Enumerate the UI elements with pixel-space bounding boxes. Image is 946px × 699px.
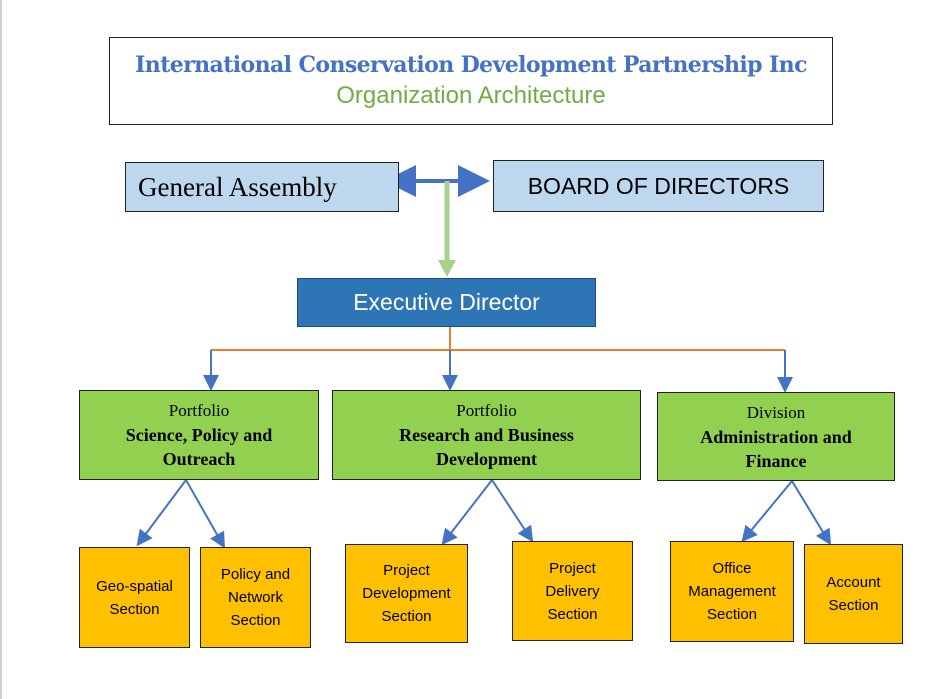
arrow-to-section xyxy=(791,480,832,546)
orange-connector xyxy=(211,327,785,351)
arrow-to-section xyxy=(441,479,493,546)
general-assembly-box: General Assembly xyxy=(125,162,399,212)
unit-name: Science, Policy and Outreach xyxy=(125,425,273,469)
section-project-development: Project Development Section xyxy=(345,544,468,643)
unit-science-policy-outreach: Portfolio Science, Policy and Outreach xyxy=(79,390,319,480)
section-policy-network: Policy and Network Section xyxy=(200,547,311,648)
chart-subtitle: Organization Architecture xyxy=(336,82,606,109)
org-name: International Conservation Development P… xyxy=(135,52,807,78)
arrow-to-section xyxy=(185,479,225,549)
section-account: Account Section xyxy=(804,544,903,644)
green-arrow-head xyxy=(438,260,456,277)
title-box: International Conservation Development P… xyxy=(109,37,833,125)
section-geo-spatial: Geo-spatial Section xyxy=(79,547,190,648)
unit-administration-finance: Division Administration and Finance xyxy=(657,392,895,481)
unit-research-business-development: Portfolio Research and Business Developm… xyxy=(332,390,641,480)
unit-type: Portfolio xyxy=(168,401,230,420)
section-office-management: Office Management Section xyxy=(670,541,794,642)
arrow-to-section xyxy=(741,480,793,543)
unit-name: Administration and Finance xyxy=(700,426,852,471)
unit-name: Research and Business Development xyxy=(399,425,574,469)
unit-type: Division xyxy=(746,402,806,422)
section-project-delivery: Project Delivery Section xyxy=(512,541,633,641)
arrow-to-section xyxy=(491,479,534,543)
executive-director-box: Executive Director xyxy=(297,278,596,327)
board-of-directors-box: BOARD OF DIRECTORS xyxy=(493,160,824,212)
unit-type: Portfolio xyxy=(456,401,517,420)
arrow-to-section xyxy=(136,479,187,547)
